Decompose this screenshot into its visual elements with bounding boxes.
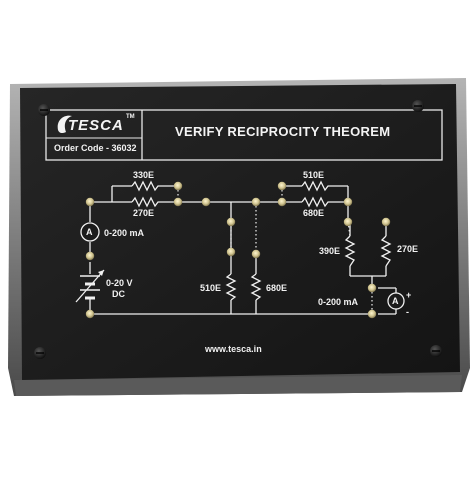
socket[interactable] — [343, 217, 353, 227]
label-680e-mid: 680E — [266, 283, 288, 293]
socket[interactable] — [277, 197, 287, 207]
label-270e-right: 270E — [397, 244, 419, 254]
socket[interactable] — [251, 197, 261, 207]
front-panel — [20, 84, 460, 380]
order-code: Order Code - 36032 — [54, 143, 137, 153]
label-510e-top: 510E — [303, 170, 325, 180]
socket[interactable] — [367, 309, 377, 319]
ammeter-left-label: 0-200 mA — [104, 228, 145, 238]
resistor-330e — [131, 180, 160, 192]
socket[interactable] — [226, 247, 236, 257]
socket[interactable] — [343, 197, 353, 207]
socket[interactable] — [251, 249, 261, 259]
screw-top-left — [38, 104, 50, 116]
website-label: www.tesca.in — [205, 344, 262, 354]
label-510e-mid: 510E — [200, 283, 222, 293]
socket[interactable] — [173, 197, 183, 207]
tesca-logo-icon — [57, 115, 72, 134]
socket-group — [85, 181, 391, 319]
screw-bottom-right — [430, 345, 442, 357]
resistor-510e-top — [301, 180, 330, 192]
socket[interactable] — [367, 283, 377, 293]
ammeter-left-symbol: A — [86, 227, 93, 237]
panel-title: VERIFY RECIPROCITY THEOREM — [175, 124, 391, 139]
label-390e: 390E — [319, 246, 341, 256]
label-680e-top: 680E — [303, 208, 325, 218]
ammeter-right-plus: + — [406, 290, 412, 300]
frame-bottom-edge — [14, 375, 462, 396]
socket[interactable] — [381, 217, 391, 227]
socket[interactable] — [173, 181, 183, 191]
screw-bottom-left — [34, 347, 46, 359]
ammeter-right-circle — [387, 292, 405, 310]
socket[interactable] — [226, 217, 236, 227]
header-box — [45, 109, 443, 161]
resistor-390e — [344, 235, 356, 267]
screw-top-right — [412, 100, 424, 112]
resistor-270e-left — [131, 196, 160, 208]
trademark: TM — [126, 114, 135, 120]
socket[interactable] — [85, 197, 95, 207]
dc-source-symbol — [75, 269, 105, 303]
socket[interactable] — [85, 251, 95, 261]
socket[interactable] — [85, 309, 95, 319]
resistor-510e-mid — [225, 273, 237, 301]
socket[interactable] — [201, 197, 211, 207]
ammeter-right-minus: - — [406, 307, 409, 317]
ammeter-right-symbol: A — [392, 296, 399, 306]
socket[interactable] — [277, 181, 287, 191]
ammeter-left-circle — [80, 222, 100, 242]
label-330e: 330E — [133, 170, 155, 180]
source-range-label: 0-20 V — [106, 278, 133, 288]
resistor-680e-top — [301, 196, 330, 208]
brand-name: TESCA — [68, 117, 124, 134]
label-270e-left: 270E — [133, 208, 155, 218]
resistor-680e-mid — [250, 273, 262, 301]
resistor-270e-right — [380, 235, 392, 267]
source-type-label: DC — [112, 289, 125, 299]
ammeter-right-label: 0-200 mA — [318, 297, 359, 307]
